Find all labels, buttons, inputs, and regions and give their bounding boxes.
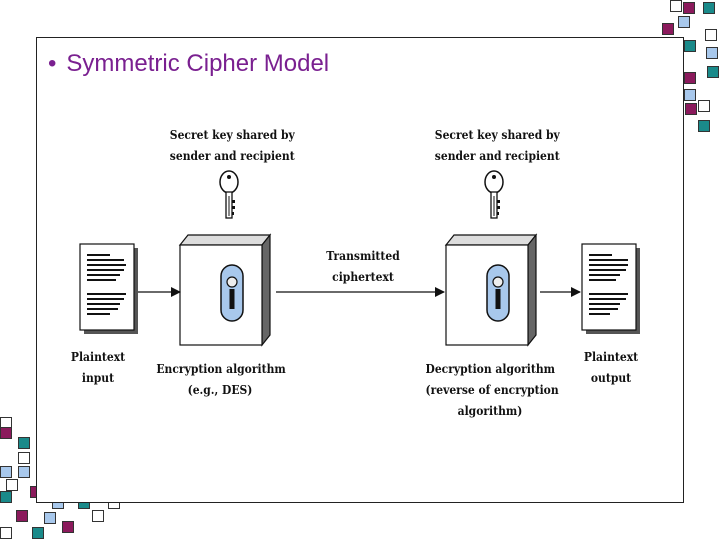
label-line: Secret key shared by: [169, 127, 295, 142]
plaintext-input-document-icon: [79, 243, 138, 334]
plaintext-output-document-icon: [581, 243, 640, 334]
label-line: output: [590, 370, 632, 385]
decor-square: [685, 103, 697, 115]
label-line: sender and recipient: [434, 148, 560, 163]
label-line: sender and recipient: [169, 148, 295, 163]
decor-square: [32, 527, 44, 539]
encryption-algorithm-label: Encryption algorithm (e.g., DES): [156, 358, 286, 400]
label-line: Secret key shared by: [434, 127, 560, 142]
transmitted-ciphertext-label: Transmitted ciphertext: [316, 245, 411, 287]
decor-square: [0, 466, 12, 478]
decryption-key-icon: [484, 170, 504, 219]
decor-square: [705, 29, 717, 41]
decor-square: [662, 23, 674, 35]
decor-square: [0, 427, 12, 439]
decor-square: [92, 510, 104, 522]
bullet-icon: •: [48, 50, 57, 77]
decryption-lock-icon: [486, 264, 510, 322]
encryption-lock-icon: [220, 264, 244, 322]
label-line: Plaintext: [70, 349, 126, 364]
label-line: (reverse of encryption: [425, 382, 559, 397]
decor-square: [44, 512, 56, 524]
slide-title-text: Symmetric Cipher Model: [66, 50, 330, 77]
decor-square: [684, 40, 696, 52]
decor-square: [706, 47, 718, 59]
decryption-algorithm-label: Decryption algorithm (reverse of encrypt…: [425, 358, 559, 421]
encryption-key-label: Secret key shared by sender and recipien…: [169, 124, 295, 166]
decor-square: [62, 521, 74, 533]
label-line: input: [81, 370, 115, 385]
encryption-key-icon: [219, 170, 239, 219]
decor-square: [6, 479, 18, 491]
decor-square: [703, 2, 715, 14]
plaintext-output-label: Plaintext output: [577, 346, 646, 388]
decor-square: [707, 66, 719, 78]
plaintext-input-label: Plaintext input: [64, 346, 133, 388]
slide-title: • Symmetric Cipher Model: [48, 50, 329, 78]
label-line: ciphertext: [332, 269, 394, 284]
decor-square: [16, 510, 28, 522]
decor-square: [18, 466, 30, 478]
decor-square: [698, 120, 710, 132]
decor-square: [18, 437, 30, 449]
slide-frame: [36, 37, 684, 503]
label-line: Transmitted: [326, 248, 400, 263]
decor-square: [0, 491, 12, 503]
decryption-key-label: Secret key shared by sender and recipien…: [434, 124, 560, 166]
label-line: (e.g., DES): [187, 382, 253, 397]
decor-square: [0, 527, 12, 539]
decor-square: [684, 72, 696, 84]
decor-square: [683, 2, 695, 14]
decor-square: [684, 89, 696, 101]
label-line: Encryption algorithm: [156, 361, 286, 376]
label-line: Plaintext: [583, 349, 639, 364]
decor-square: [678, 16, 690, 28]
decor-square: [18, 452, 30, 464]
decor-square: [698, 100, 710, 112]
decor-square: [670, 0, 682, 12]
label-line: algorithm): [457, 403, 523, 418]
label-line: Decryption algorithm: [425, 361, 556, 376]
